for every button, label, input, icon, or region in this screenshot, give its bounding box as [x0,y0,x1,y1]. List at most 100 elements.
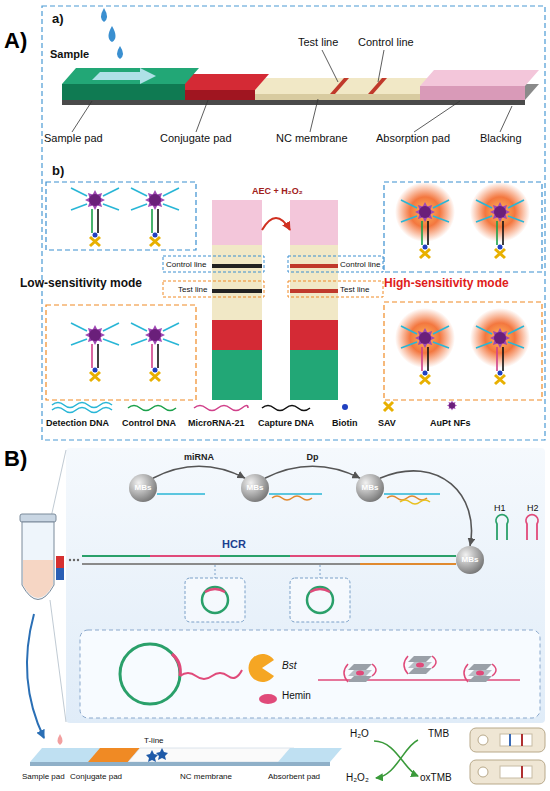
legend-samples-part [52,408,112,413]
reaction-panel [66,448,545,723]
label-text: Bst [282,660,296,672]
mode-boxes-part [46,182,196,250]
magnetic-bead: MBs [456,546,484,574]
low-mode-strip-part [212,289,262,293]
sample-drops [101,8,123,59]
cassettes-part [521,766,523,778]
legend-samples [52,401,457,413]
label-text: Conjugate pad [160,132,232,145]
line-callout-boxes [163,256,383,297]
cassettes-part [521,734,523,746]
tmb-cycle-part [374,741,418,776]
label-text: Control line [166,260,206,269]
hcr-strand-part [82,555,150,557]
rca-amplification-part [464,664,496,682]
hcr-strand-part [360,555,456,557]
high-mode-strip-part [290,289,338,293]
label-text: a) [52,12,64,27]
leader-lines-part [414,101,460,132]
label-text: H₂O₂ [346,772,369,784]
sample-drops-part [117,46,123,59]
hcr-strand-part [360,563,456,565]
rca-amplification [120,644,520,704]
label-text: Blacking [480,132,522,145]
hairpins-part [496,515,508,540]
test-strip-part [420,70,539,86]
hairpins [496,515,538,540]
flow-arrow [265,466,360,478]
nanoflower-probes-part [476,326,524,384]
padlock-templates [185,565,350,622]
mode-boxes-part [384,302,542,400]
low-mode-strip [212,200,262,400]
high-mode-strip-part [290,264,338,268]
nanoflower-probes-part [131,323,179,381]
hcr-strand-part [77,559,79,561]
leader-lines-part [500,106,512,132]
high-mode-strip-part [290,350,338,400]
bead-label: MBs [247,484,264,492]
sample-drops-part [109,26,116,42]
leader-lines [72,50,512,132]
rca-amplification-part [344,664,376,682]
rca-amplification-part [404,656,436,674]
panel-frame [42,6,545,440]
test-strip-b-part [58,734,63,745]
label-text: T-line [144,736,164,745]
bead-probes-part [269,493,322,495]
cassettes-part [509,734,511,746]
test-strip-part [420,86,525,100]
rca-amplification-part [259,694,277,704]
label-text: Conjugate pad [70,772,122,781]
label-text: Absorbent pad [268,772,320,781]
nanoflower-probes-part [476,200,524,258]
bead-probes [157,494,440,504]
label-text: TMB [428,728,449,740]
rca-box [80,630,540,718]
label-text: Hemin [282,690,311,702]
bead-probes-part [384,493,440,495]
rca-amplification-part [180,670,242,679]
label-text: NC membrane [276,132,348,145]
legend-text: Detection DNA [46,418,109,428]
legend-samples-part [262,406,310,411]
label-text: Sample [50,48,89,61]
test-strip-part [92,68,156,84]
bead-label: MBs [462,556,479,564]
low-mode-strip-part [212,200,262,245]
test-strip-part [250,94,430,100]
test-strip-part [62,68,199,84]
magnetic-tube-part [56,568,64,580]
label-text: A) [4,28,27,53]
legend-samples-part [384,402,393,411]
flow-arrow [153,466,245,478]
label-text: H1 [494,503,506,513]
bead-label: MBs [135,484,152,492]
test-strip-part [62,84,185,100]
hcr-strand-part [69,559,71,561]
mode-boxes-part [384,182,542,272]
rca-amplification-part [249,654,274,682]
line-callout-boxes-part [288,281,383,297]
legend-text: AuPt NFs [430,418,471,428]
label-text: Low-sensitivity mode [20,277,142,291]
bead-probes-part [157,493,205,495]
label-text: AEC + H₂O₂ [252,186,303,196]
legend-text: Biotin [332,418,358,428]
test-strip-b-part [156,748,168,760]
leader-lines-part [378,50,384,82]
rca-amplification-part [120,644,180,704]
label-text: HCR [222,538,246,551]
padlock-templates-part [290,578,350,622]
test-strip-part [330,78,349,94]
hairpins-part [526,515,538,540]
flow-arrow [27,614,44,738]
magnetic-tube-part [20,514,56,522]
nanoflower-probes-part [401,326,449,384]
test-strip-part [250,78,444,94]
edge-label: miRNA [184,452,214,462]
padlock-templates-part [205,589,225,592]
cassettes-part [470,760,545,784]
padlock-templates-part [215,565,320,578]
legend-samples-part [128,406,176,411]
